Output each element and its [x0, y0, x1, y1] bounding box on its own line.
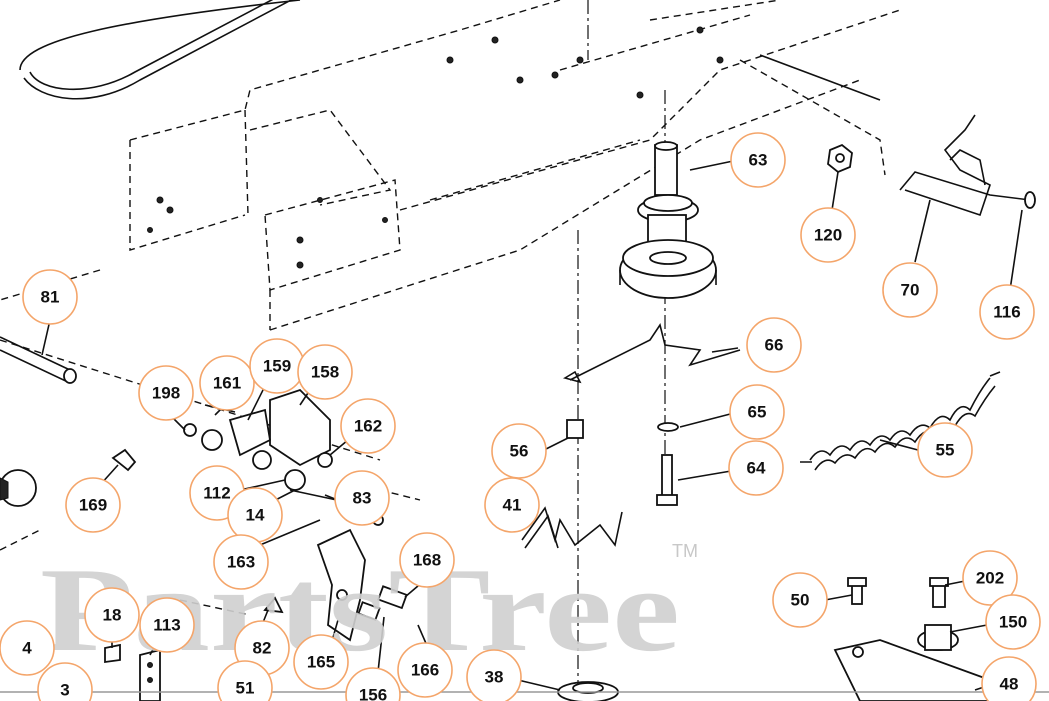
lower-right-parts [833, 577, 1001, 701]
callout-163[interactable]: 163 [213, 534, 269, 590]
svg-text:162: 162 [354, 417, 382, 436]
callout-158[interactable]: 158 [297, 344, 353, 400]
svg-text:55: 55 [936, 441, 955, 460]
callout-48[interactable]: 48 [981, 656, 1037, 701]
callout-116[interactable]: 116 [979, 284, 1035, 340]
watermark-trademark: TM [672, 541, 698, 561]
callout-18[interactable]: 18 [84, 587, 140, 643]
nut-56 [566, 419, 584, 439]
svg-text:64: 64 [747, 459, 766, 478]
svg-text:150: 150 [999, 613, 1027, 632]
svg-text:113: 113 [153, 616, 180, 635]
svg-text:198: 198 [152, 384, 180, 403]
svg-text:3: 3 [60, 681, 69, 700]
svg-text:66: 66 [765, 336, 784, 355]
drive-belt [19, 0, 301, 100]
svg-text:51: 51 [236, 679, 255, 698]
callout-51[interactable]: 51 [217, 660, 273, 701]
svg-text:41: 41 [503, 496, 522, 515]
callout-38[interactable]: 38 [466, 649, 522, 701]
svg-text:165: 165 [307, 653, 335, 672]
svg-text:14: 14 [246, 506, 265, 525]
svg-text:48: 48 [1000, 675, 1019, 694]
callout-64[interactable]: 64 [728, 440, 784, 496]
callout-113[interactable]: 113 [139, 597, 195, 653]
svg-text:83: 83 [353, 489, 372, 508]
callout-50[interactable]: 50 [772, 572, 828, 628]
callout-55[interactable]: 55 [917, 422, 973, 478]
svg-text:82: 82 [253, 639, 272, 658]
svg-text:70: 70 [901, 281, 920, 300]
callout-70[interactable]: 70 [882, 262, 938, 318]
callout-198[interactable]: 198 [138, 365, 194, 421]
callout-3[interactable]: 3 [37, 662, 93, 701]
svg-text:81: 81 [41, 288, 60, 307]
callout-14[interactable]: 14 [227, 487, 283, 543]
svg-text:120: 120 [814, 226, 842, 245]
idler-pulley [619, 141, 717, 299]
rod-70 [759, 54, 1036, 217]
svg-text:168: 168 [413, 551, 441, 570]
svg-text:50: 50 [791, 591, 810, 610]
callout-169[interactable]: 169 [65, 477, 121, 533]
callout-156[interactable]: 156 [345, 667, 401, 701]
callout-202[interactable]: 202 [962, 550, 1018, 606]
svg-text:4: 4 [22, 639, 32, 658]
callout-4[interactable]: 4 [0, 620, 55, 676]
callout-120[interactable]: 120 [800, 207, 856, 263]
svg-text:112: 112 [203, 484, 230, 503]
svg-text:158: 158 [311, 363, 339, 382]
callout-162[interactable]: 162 [340, 398, 396, 454]
callout-56[interactable]: 56 [491, 423, 547, 479]
callout-168[interactable]: 168 [399, 532, 455, 588]
svg-text:166: 166 [411, 661, 439, 680]
svg-text:65: 65 [748, 403, 767, 422]
frame-outline [0, 0, 901, 616]
callout-81[interactable]: 81 [22, 269, 78, 325]
callout-159[interactable]: 159 [249, 338, 305, 394]
svg-text:18: 18 [103, 606, 122, 625]
svg-text:163: 163 [227, 553, 255, 572]
svg-text:63: 63 [749, 151, 768, 170]
callout-166[interactable]: 166 [397, 642, 453, 698]
idler-spring-wire [562, 323, 741, 384]
knob [0, 469, 37, 507]
frame-details [147, 26, 724, 269]
svg-text:202: 202 [976, 569, 1004, 588]
callout-165[interactable]: 165 [293, 634, 349, 690]
svg-text:38: 38 [485, 668, 504, 687]
svg-text:169: 169 [79, 496, 107, 515]
svg-text:116: 116 [993, 303, 1020, 322]
washer-bolt [656, 422, 679, 506]
latch-169 [111, 448, 137, 472]
callout-66[interactable]: 66 [746, 317, 802, 373]
svg-text:56: 56 [510, 442, 529, 461]
lower-bracket [104, 596, 284, 701]
callout-83[interactable]: 83 [334, 470, 390, 526]
callout-63[interactable]: 63 [730, 132, 786, 188]
nut-120 [827, 143, 853, 174]
svg-text:156: 156 [359, 686, 387, 701]
svg-text:161: 161 [213, 374, 241, 393]
callout-150[interactable]: 150 [985, 594, 1041, 650]
clip-41 [521, 506, 623, 549]
callout-65[interactable]: 65 [729, 384, 785, 440]
bracket-165 [316, 528, 408, 642]
shaft-81 [0, 336, 77, 384]
callout-41[interactable]: 41 [484, 477, 540, 533]
tension-spring [800, 371, 1001, 471]
svg-text:159: 159 [263, 357, 291, 376]
callout-161[interactable]: 161 [199, 355, 255, 411]
callouts: 63 120 70 116 81 66 198 161 159 158 65 1… [0, 132, 1041, 701]
